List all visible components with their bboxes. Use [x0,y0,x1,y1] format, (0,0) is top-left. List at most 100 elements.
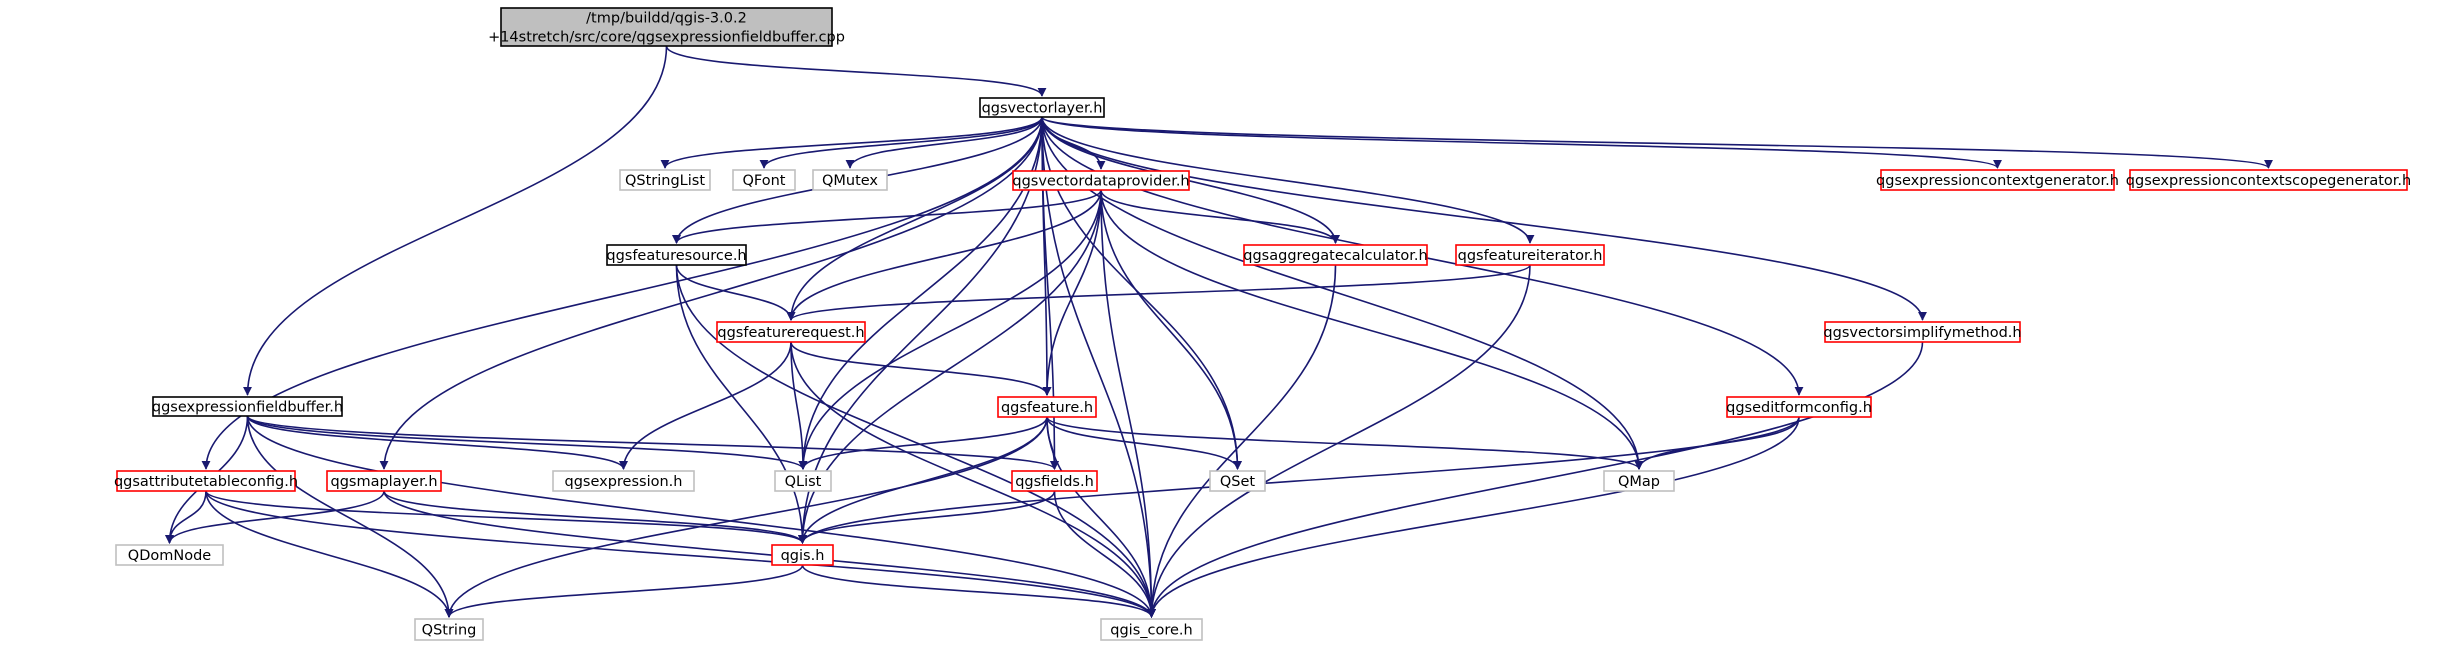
node-label: QList [785,474,822,490]
node-box [552,470,695,492]
node-label: qgsaggregatecalculator.h [1243,248,1427,264]
node-qgsaggregatecalculator[interactable]: qgsaggregatecalculator.h [1243,244,1428,266]
node-label: QMap [1618,474,1660,490]
node-qgsvectorlayer[interactable]: qgsvectorlayer.h [979,97,1105,118]
node-box [500,7,833,47]
node-box [997,396,1097,418]
edge-qgsmaplayer-to-qgis_core [383,490,1156,618]
node-qgsfeatureiterator[interactable]: qgsfeatureiterator.h [1455,244,1605,266]
node-box [1880,169,2115,191]
node-box [771,544,834,566]
node-qgseditformconfig[interactable]: qgseditformconfig.h [1726,396,1872,418]
node-label: QSet [1220,474,1256,490]
edge-qgsvectordataprovider-to-qgsfeaturesource [672,189,1102,244]
node-qgsfeature[interactable]: qgsfeature.h [997,396,1097,418]
edge-root-to-qgsvectorlayer [665,45,1047,97]
edge-qgsexpressionfieldbuffer-to-qstring [246,415,454,618]
edge-qgis-to-qgis_core [801,564,1156,618]
edge-qgseditformconfig-to-qgis_core [1147,416,1800,618]
edge-qgsfeaturesource-to-qgis [675,264,807,544]
node-qgsexpressioncontextgenerator[interactable]: qgsexpressioncontextgenerator.h [1876,169,2119,191]
node-qgsvectorsimplifymethod[interactable]: qgsvectorsimplifymethod.h [1823,321,2022,343]
edge-qgsmaplayer-to-qgis [383,490,807,544]
node-qstring[interactable]: QString [414,618,484,641]
node-box [1209,470,1266,492]
edge-qgsvectorlayer-to-qfont [759,116,1043,169]
edge-root-to-qgsexpressionfieldbuffer [243,45,668,396]
node-box [812,169,888,191]
edge-qgsexpressionfieldbuffer-to-qgsfields [246,415,1059,470]
node-box [1012,170,1190,191]
edge-qgsfeatureiterator-to-qgis_core [1147,264,1531,618]
node-label: qgsfields.h [1015,474,1094,490]
node-label: qgsfeaturesource.h [606,248,746,264]
node-label: qgsexpression.h [565,474,683,490]
edge-qgsvectordataprovider-to-qset [1100,189,1242,470]
edge-qgsmaplayer-to-qdomnode [165,490,385,544]
node-label: qgis.h [781,548,825,564]
node-label: qgseditformconfig.h [1726,400,1872,416]
nodes-layer: /tmp/buildd/qgis-3.0.2 +14stretch/src/cor… [114,7,2411,641]
edge-qgsfeaturesource-to-qgis_core [675,264,1156,618]
node-qgsvectordataprovider[interactable]: qgsvectordataprovider.h [1012,170,1190,191]
node-qmap[interactable]: QMap [1603,470,1675,492]
node-label: QDomNode [128,548,211,564]
edge-qgsvectorlayer-to-qmap [1041,116,1644,470]
node-qgsmaplayer[interactable]: qgsmaplayer.h [326,470,442,492]
edge-qgsvectordataprovider-to-qmap [1100,189,1644,470]
node-box [606,244,747,266]
edge-qgsfields-to-qgis_core [1053,490,1156,618]
edge-qgsvectorlayer-to-qgsexpressioncontextgenerator [1041,116,2002,169]
node-label: qgsvectorsimplifymethod.h [1823,325,2021,341]
node-qgis[interactable]: qgis.h [771,544,834,566]
node-label: qgsexpressioncontextscopegenerator.h [2126,173,2411,189]
node-qgsattributetableconfig[interactable]: qgsattributetableconfig.h [114,470,298,492]
edge-qgsvectordataprovider-to-qgis_core [1100,189,1156,618]
node-label: qgsfeaturerequest.h [717,325,864,341]
node-qgis_core[interactable]: qgis_core.h [1100,618,1203,641]
edge-qgsvectorlayer-to-qgis_core [1041,116,1156,618]
node-qgsfields[interactable]: qgsfields.h [1011,470,1098,492]
edge-qgsvectordataprovider-to-qlist [798,189,1102,470]
edge-qgsvectorlayer-to-qgsexpressioncontextscopegenerator [1041,116,2273,169]
node-label: QStringList [625,173,705,189]
node-qmutex[interactable]: QMutex [812,169,888,191]
node-qgsexpression[interactable]: qgsexpression.h [552,470,695,492]
node-box [619,169,711,191]
node-qset[interactable]: QSet [1209,470,1266,492]
node-qgsexpressioncontextscopegenerator[interactable]: qgsexpressioncontextscopegenerator.h [2126,169,2411,191]
node-label: QString [422,623,477,639]
node-box [414,618,484,641]
edge-qgsvectordataprovider-to-qgsfeaturerequest [786,189,1102,321]
node-box [716,321,866,343]
edge-qgsaggregatecalculator-to-qgis_core [1147,264,1337,618]
node-box [1726,396,1872,418]
node-qlist[interactable]: QList [774,470,832,492]
node-label: /tmp/buildd/qgis-3.0.2 [586,11,747,27]
edge-qgsexpressionfieldbuffer-to-qgis_core [246,415,1156,618]
node-label: qgsmaplayer.h [330,474,437,490]
edge-qgsattributetableconfig-to-qgis_core [205,490,1156,618]
edge-qgsfeature-to-qlist [798,416,1048,470]
node-qfont[interactable]: QFont [732,169,796,191]
node-box [152,396,343,417]
node-box [774,470,832,492]
edge-qgsfeaturesource-to-qgsfeaturerequest [675,264,796,321]
node-box [1243,244,1428,266]
node-label: +14stretch/src/core/qgsexpressionfieldbu… [488,30,845,46]
node-box [115,544,224,566]
edges-layer [165,45,2273,618]
node-root[interactable]: /tmp/buildd/qgis-3.0.2 +14stretch/src/cor… [488,7,845,47]
node-qgsfeaturerequest[interactable]: qgsfeaturerequest.h [716,321,866,343]
node-box [979,97,1105,118]
node-qgsexpressionfieldbuffer[interactable]: qgsexpressionfieldbuffer.h [152,396,343,417]
edge-qgsvectordataprovider-to-qgsfeature [1042,189,1102,396]
edge-qgsvectorlayer-to-qgsmaplayer [379,116,1043,470]
node-qstringlist[interactable]: QStringList [619,169,711,191]
node-qdomnode[interactable]: QDomNode [115,544,224,566]
node-label: qgis_core.h [1110,623,1192,639]
edge-qgsfeature-to-qstring [444,416,1048,618]
node-qgsfeaturesource[interactable]: qgsfeaturesource.h [606,244,747,266]
node-box [1603,470,1675,492]
